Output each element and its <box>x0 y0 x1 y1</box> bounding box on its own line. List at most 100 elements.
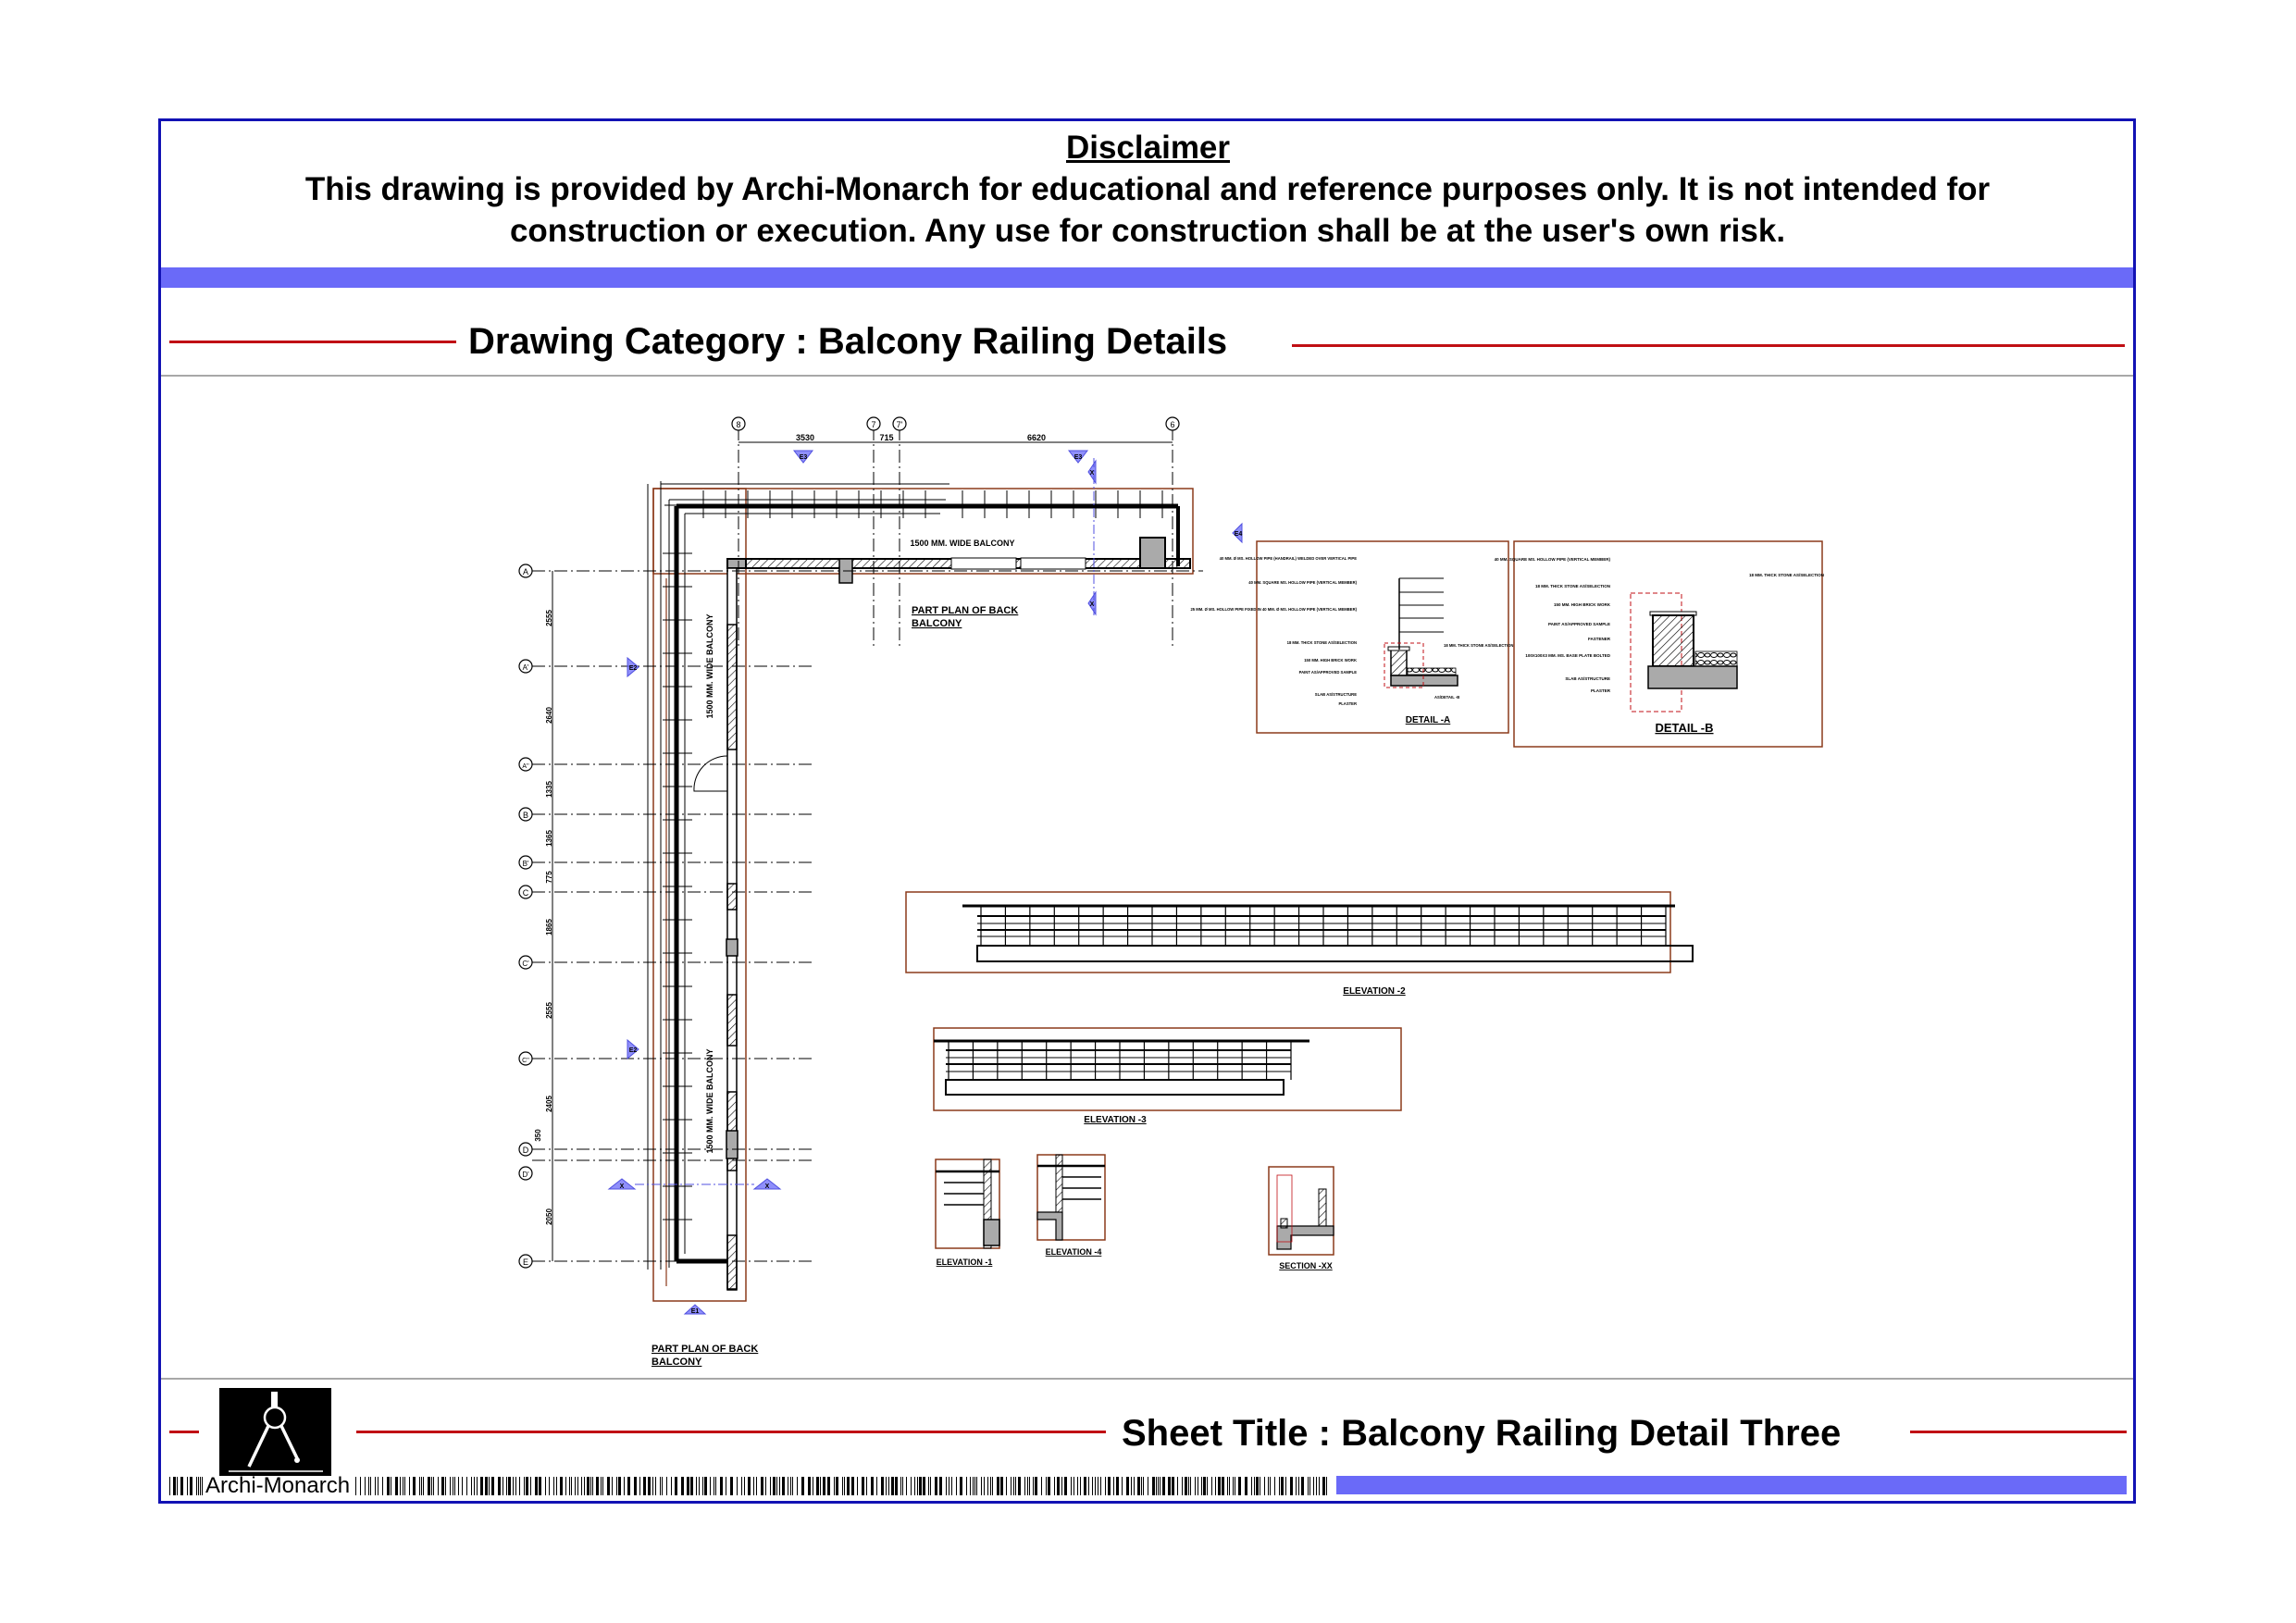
barcode-bar <box>387 1477 390 1495</box>
detail-b: DETAIL -B 40 MM. SQUARE MS. HOLLOW PIPE … <box>1495 540 1824 748</box>
barcode-bar <box>946 1477 947 1495</box>
barcode-bar <box>1251 1477 1252 1495</box>
elevation-2: ELEVATION -2 <box>905 891 1694 997</box>
barcode-bar <box>1071 1477 1072 1495</box>
barcode-bar <box>857 1477 858 1495</box>
drawing-area: 8 7 7' 6 3530 715 6620 A A' A'' B B' C C… <box>518 416 1824 1368</box>
callout-label: FASTENER <box>1588 637 1611 641</box>
barcode-bar <box>1211 1477 1212 1495</box>
barcode-bar <box>919 1477 922 1495</box>
barcode-bar <box>1134 1477 1135 1495</box>
callout-label: PAINT AS/APPROVED SAMPLE <box>1299 670 1358 675</box>
barcode-bar <box>923 1477 925 1495</box>
barcode-bar <box>966 1477 967 1495</box>
marker-label: E2 <box>629 1047 638 1054</box>
barcode-bar <box>737 1477 738 1495</box>
barcode-bar <box>1298 1477 1299 1495</box>
dimension-label: 1335 <box>545 781 553 798</box>
marker-label: E2 <box>629 665 638 672</box>
barcode-bar <box>1041 1477 1042 1495</box>
barcode-bar <box>400 1477 401 1495</box>
barcode-bar <box>513 1477 514 1495</box>
barcode-bar <box>577 1477 578 1495</box>
barcode-bar <box>553 1477 554 1495</box>
barcode-bar <box>1218 1477 1221 1495</box>
barcode-bar <box>565 1477 566 1495</box>
barcode-bar <box>1054 1477 1055 1495</box>
barcode-bar <box>648 1477 651 1495</box>
grid-label: D' <box>522 1171 529 1179</box>
barcode-bar <box>1152 1477 1155 1495</box>
barcode-bar <box>466 1477 467 1495</box>
barcode-bar <box>169 1477 170 1495</box>
barcode-bar <box>911 1477 912 1495</box>
barcode-bar <box>458 1477 459 1495</box>
barcode-bar <box>851 1477 854 1495</box>
barcode-bar <box>730 1477 733 1495</box>
barcode-bar <box>928 1477 929 1495</box>
barcode-bar <box>655 1477 656 1495</box>
barcode-bar <box>710 1477 711 1495</box>
barcode-bar <box>984 1477 985 1495</box>
callout-label: 40 MM. SQUARE MS. HOLLOW PIPE (VERTICAL … <box>1248 580 1357 585</box>
barcode-bar <box>900 1477 901 1495</box>
dimension-label: 2555 <box>545 1002 553 1019</box>
barcode-bar <box>744 1477 745 1495</box>
barcode-bar <box>571 1477 572 1495</box>
detail-b-title: DETAIL -B <box>1655 721 1713 735</box>
barcode-bar <box>827 1477 830 1495</box>
barcode-bar <box>1057 1477 1060 1495</box>
barcode-bar <box>545 1477 546 1495</box>
callout-label: SLAB AS/STRUCTURE <box>1565 676 1610 681</box>
barcode-bar <box>1143 1477 1144 1495</box>
elevation-2-title: ELEVATION -2 <box>1343 986 1406 997</box>
grid-label: D <box>523 1146 529 1155</box>
callout-label: SLAB AS/STRUCTURE <box>1315 692 1357 697</box>
barcode-bar <box>1201 1477 1202 1495</box>
barcode-bar <box>797 1477 798 1495</box>
sheet-title: Sheet Title : Balcony Railing Detail Thr… <box>1122 1413 1842 1454</box>
marker-e3-icon <box>792 450 814 464</box>
disclaimer-text: This drawing is provided by Archi-Monarc… <box>185 168 2110 252</box>
barcode-bar <box>445 1477 446 1495</box>
barcode-bar <box>454 1477 455 1495</box>
barcode-bar <box>1122 1477 1123 1495</box>
barcode-bar <box>844 1477 845 1495</box>
barcode-bar <box>881 1477 884 1495</box>
plan-outline-left <box>652 488 747 1302</box>
category-rule-left <box>169 341 456 343</box>
barcode-bar <box>687 1477 689 1495</box>
barcode-strip <box>355 1477 1327 1495</box>
barcode-bar <box>365 1477 366 1495</box>
barcode-bar <box>1126 1477 1129 1495</box>
barcode-bar <box>1113 1477 1114 1495</box>
barcode-bar <box>612 1477 613 1495</box>
dimension-label: 1865 <box>545 919 553 935</box>
callout-label: 150 MM. HIGH BRICK WORK <box>1554 602 1611 607</box>
barcode-bar <box>539 1477 541 1495</box>
elevation-4: ELEVATION -4 <box>1036 1154 1106 1257</box>
barcode-bar <box>421 1477 422 1495</box>
barcode-bar <box>360 1477 361 1495</box>
barcode-bar <box>462 1477 463 1495</box>
barcode-bar <box>779 1477 780 1495</box>
barcode-bar <box>1188 1477 1189 1495</box>
barcode-bar <box>1285 1477 1286 1495</box>
barcode-bar <box>1270 1477 1271 1495</box>
header-band <box>161 267 2133 288</box>
barcode-bar <box>634 1477 637 1495</box>
barcode-bar <box>180 1477 183 1495</box>
barcode-bar <box>992 1477 993 1495</box>
marker-label: X <box>1090 470 1095 477</box>
barcode-bar <box>382 1477 383 1495</box>
barcode-bar <box>1027 1477 1028 1495</box>
barcode-bar <box>997 1477 999 1495</box>
barcode-bar <box>1108 1477 1111 1495</box>
balcony-width-label: 1500 MM. WIDE BALCONY <box>705 613 714 718</box>
barcode-bar <box>720 1477 723 1495</box>
barcode-bar <box>666 1477 667 1495</box>
grid-label: B' <box>523 860 529 868</box>
barcode-bar <box>1215 1477 1216 1495</box>
plan-title-line: BALCONY <box>652 1357 702 1368</box>
barcode-bar <box>1105 1477 1106 1495</box>
